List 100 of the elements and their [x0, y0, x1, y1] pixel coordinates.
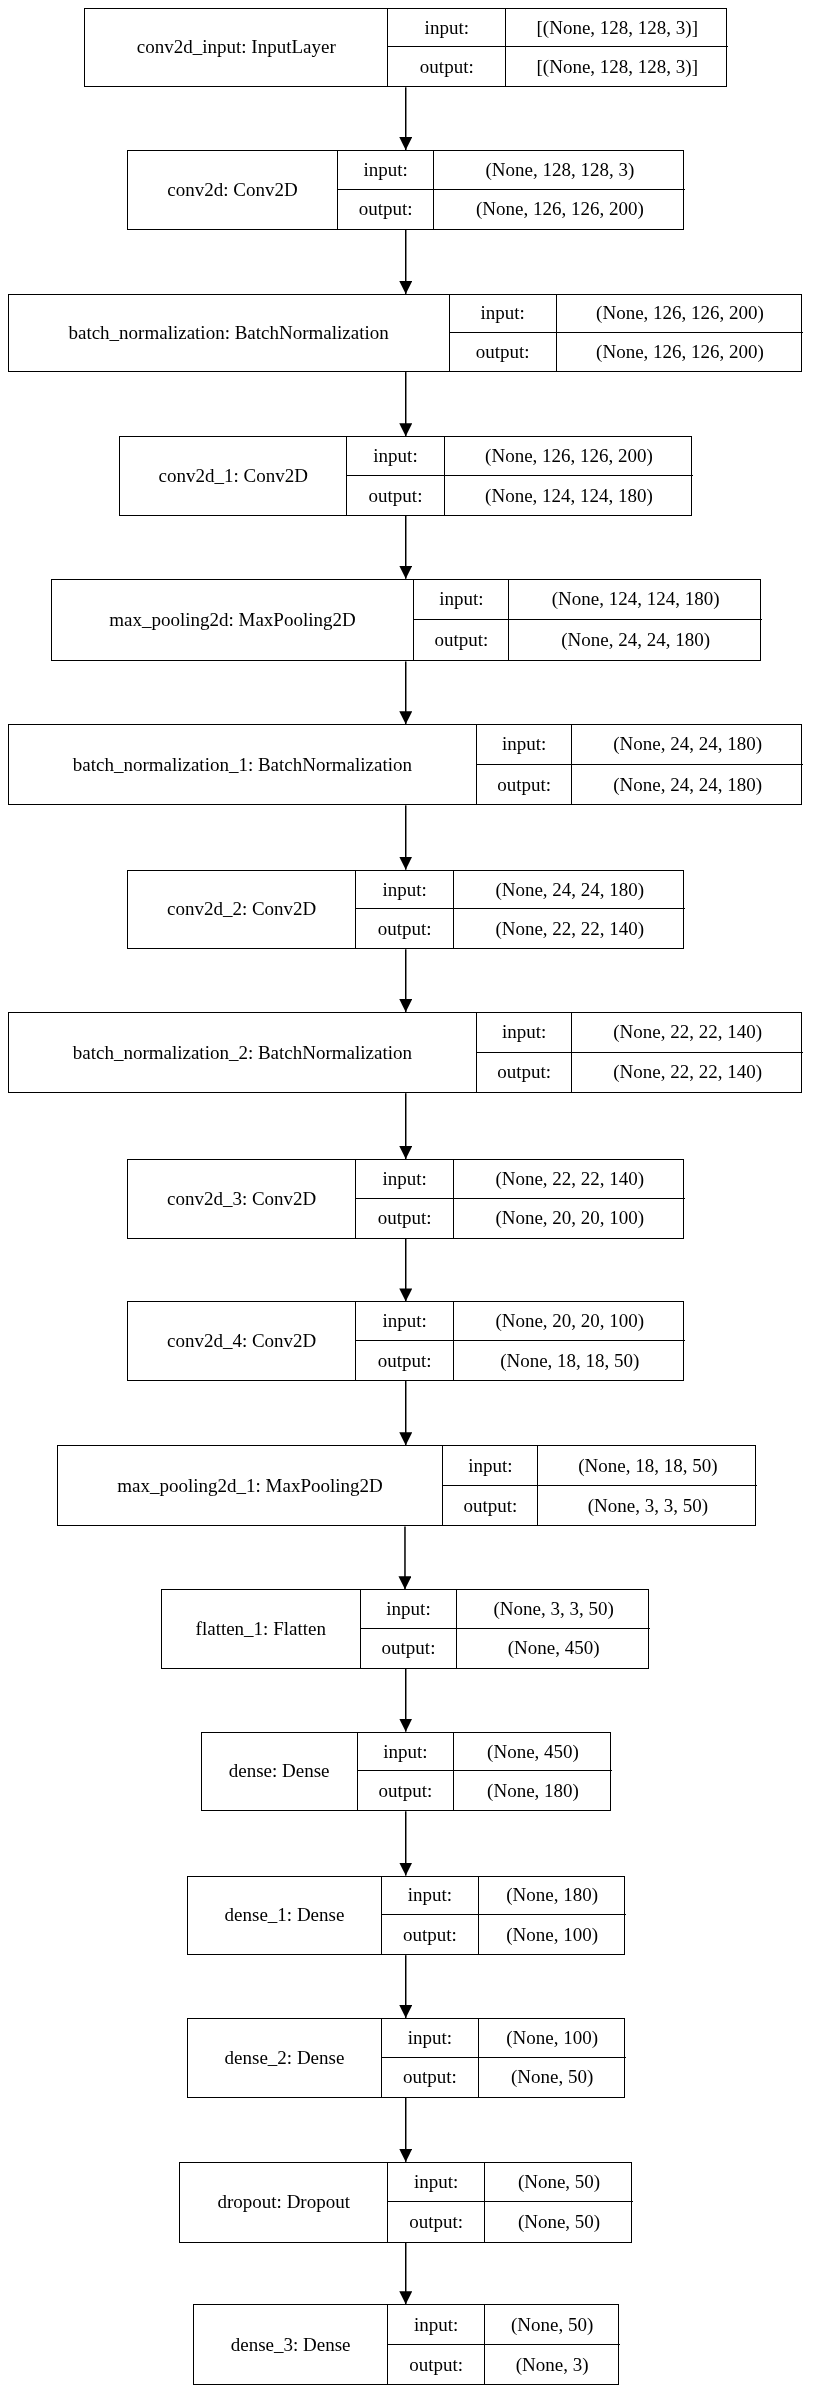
- layer-name: dense_2: Dense: [224, 2046, 345, 2069]
- port-label: input:: [382, 878, 427, 901]
- port-label: output:: [409, 2353, 463, 2376]
- shape-value: (None, 50): [511, 2066, 594, 2089]
- layer-name: conv2d_4: Conv2D: [166, 1330, 317, 1353]
- port-label: output:: [377, 1349, 432, 1372]
- shape-value: (None, 50): [511, 2313, 594, 2336]
- port-label: output:: [378, 1779, 433, 1802]
- shape-value: (None, 128, 128, 3): [485, 158, 635, 181]
- shape-value: (None, 100): [506, 2026, 599, 2049]
- arrow: [399, 660, 413, 725]
- shape-value: (None, 126, 126, 200): [596, 302, 764, 325]
- arrow: [399, 1092, 413, 1160]
- shape-value: (None, 50): [517, 2171, 601, 2194]
- shape-value: (None, 24, 24, 180): [495, 878, 645, 901]
- layer-box: [56, 1445, 757, 1527]
- shape-value: (None, 3, 3, 50): [493, 1598, 614, 1621]
- shape-value: (None, 124, 124, 180): [551, 588, 720, 611]
- layer-name: batch_normalization_2: BatchNormalization: [72, 1041, 412, 1064]
- shape-value: (None, 180): [506, 1884, 599, 1907]
- arrow: [399, 86, 413, 151]
- layer-box: [160, 1589, 650, 1669]
- port-label: input:: [501, 733, 547, 756]
- shape-value: (None, 20, 20, 100): [495, 1310, 645, 1333]
- layer-box: [84, 7, 728, 88]
- shape-value: (None, 126, 126, 200): [485, 445, 653, 468]
- shape-value: (None, 126, 126, 200): [475, 198, 644, 221]
- layer-name: conv2d_input: InputLayer: [136, 36, 336, 59]
- shape-value: (None, 22, 22, 140): [495, 917, 645, 940]
- shape-value: (None, 24, 24, 180): [561, 629, 710, 652]
- layer-box: [127, 1301, 685, 1381]
- port-label: output:: [463, 1494, 518, 1517]
- port-label: output:: [403, 1923, 457, 1946]
- layer-name: conv2d_2: Conv2D: [166, 898, 317, 921]
- layer-name: dropout: Dropout: [217, 2191, 350, 2214]
- shape-value: (None, 22, 22, 140): [613, 1061, 763, 1084]
- shape-value: (None, 180): [487, 1779, 579, 1802]
- port-label: output:: [368, 484, 423, 507]
- port-label: input:: [413, 2171, 459, 2194]
- port-label: input:: [468, 1454, 513, 1477]
- port-label: output:: [377, 917, 432, 940]
- shape-value: (None, 100): [506, 1923, 599, 1946]
- layer-name: max_pooling2d: MaxPooling2D: [109, 609, 356, 632]
- arrow: [399, 1237, 413, 1303]
- port-label: output:: [419, 55, 474, 78]
- layer-name: max_pooling2d_1: MaxPooling2D: [117, 1474, 383, 1497]
- layer-name: dense: Dense: [228, 1760, 330, 1783]
- layer-box: [127, 869, 685, 950]
- shape-value: [(None, 128, 128, 3)]: [536, 55, 698, 78]
- port-label: input:: [373, 445, 418, 468]
- port-label: output:: [497, 1061, 551, 1084]
- port-label: input:: [363, 158, 408, 181]
- arrow: [399, 1380, 413, 1447]
- arrow: [399, 371, 413, 438]
- port-label: input:: [424, 16, 469, 39]
- shape-value: (None, 20, 20, 100): [495, 1207, 645, 1230]
- port-label: input:: [407, 1884, 453, 1907]
- layer-name: batch_normalization: BatchNormalization: [68, 322, 389, 344]
- layer-box: [50, 578, 761, 662]
- arrow: [399, 2096, 413, 2163]
- layer-name: batch_normalization_1: BatchNormalization: [72, 753, 412, 776]
- shape-value: (None, 3, 3, 50): [587, 1494, 708, 1517]
- layer-box: [127, 1159, 685, 1239]
- port-label: input:: [383, 1740, 428, 1763]
- shape-value: (None, 24, 24, 180): [613, 773, 763, 796]
- port-label: input:: [439, 588, 484, 611]
- port-label: output:: [497, 773, 551, 796]
- arrow: [399, 2242, 413, 2305]
- layer-box: [127, 150, 685, 230]
- layer-name: flatten_1: Flatten: [195, 1618, 326, 1641]
- arrow: [399, 515, 413, 580]
- port-label: output:: [403, 2066, 457, 2089]
- shape-value: [(None, 128, 128, 3)]: [536, 16, 698, 39]
- port-label: output:: [377, 1207, 432, 1230]
- shape-value: (None, 18, 18, 50): [500, 1349, 640, 1372]
- shape-value: (None, 50): [517, 2211, 601, 2234]
- shape-value: (None, 22, 22, 140): [613, 1021, 763, 1044]
- port-label: output:: [475, 341, 530, 363]
- arrow: [399, 228, 413, 295]
- arrow: [399, 948, 413, 1013]
- layer-name: conv2d_3: Conv2D: [166, 1187, 317, 1210]
- port-label: input:: [386, 1598, 431, 1621]
- layer-box: [7, 724, 803, 806]
- port-label: input:: [480, 302, 525, 325]
- layer-box: [186, 2017, 625, 2098]
- shape-value: (None, 18, 18, 50): [578, 1454, 718, 1477]
- layer-name: dense_3: Dense: [230, 2333, 351, 2356]
- layer-name: conv2d_1: Conv2D: [158, 465, 308, 488]
- layer-box: [179, 2161, 633, 2243]
- shape-value: (None, 3): [515, 2353, 589, 2376]
- layer-name: dense_1: Dense: [224, 1904, 345, 1927]
- shape-value: (None, 450): [487, 1740, 579, 1763]
- port-label: output:: [434, 629, 489, 652]
- shape-value: (None, 24, 24, 180): [613, 733, 763, 756]
- port-label: output:: [381, 1637, 436, 1660]
- layer-box: [7, 293, 803, 373]
- arrow: [399, 804, 413, 871]
- layer-box: [7, 1012, 803, 1094]
- shape-value: (None, 126, 126, 200): [596, 341, 764, 363]
- layer-box: [200, 1731, 611, 1812]
